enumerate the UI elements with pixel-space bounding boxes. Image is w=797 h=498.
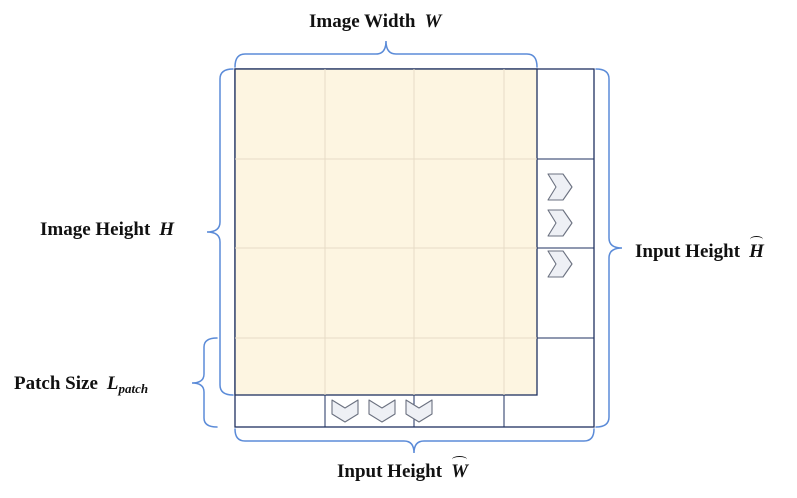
chevron-down-icon [331, 399, 359, 423]
right-padding-arrows [547, 173, 573, 278]
input-height-bottom-symbol: W [451, 456, 468, 482]
patch-size-symbol: L [106, 373, 119, 394]
chevron-down-icon [368, 399, 396, 423]
patch-size-subscript: patch [118, 381, 149, 396]
chevron-down-icon [405, 399, 433, 423]
input-height-brace [595, 68, 623, 428]
input-height-right-text: Input Height [635, 241, 741, 262]
input-height-bottom-label: Input Height W [337, 456, 468, 482]
input-width-brace [234, 428, 595, 454]
image-width-brace [234, 40, 538, 68]
chevron-right-icon [547, 173, 573, 201]
image-height-label: Image Height H [40, 220, 174, 239]
chevron-right-icon [547, 250, 573, 278]
image-width-text: Image Width [309, 11, 416, 32]
patch-size-label: Patch Size Lpatch [14, 374, 148, 395]
bottom-padding-arrows [331, 399, 433, 423]
image-height-text: Image Height [40, 219, 151, 240]
image-height-symbol: H [159, 219, 175, 240]
image-area [234, 68, 538, 396]
patch-size-text: Patch Size [14, 373, 98, 394]
input-height-right-label: Input Height H [635, 236, 764, 262]
input-height-bottom-text: Input Height [337, 461, 443, 482]
image-width-label: Image Width W [309, 12, 441, 31]
input-height-right-symbol: H [749, 236, 764, 262]
patch-size-brace [191, 337, 218, 428]
image-width-symbol: W [424, 11, 442, 32]
image-height-brace [206, 68, 234, 396]
chevron-right-icon [547, 209, 573, 237]
